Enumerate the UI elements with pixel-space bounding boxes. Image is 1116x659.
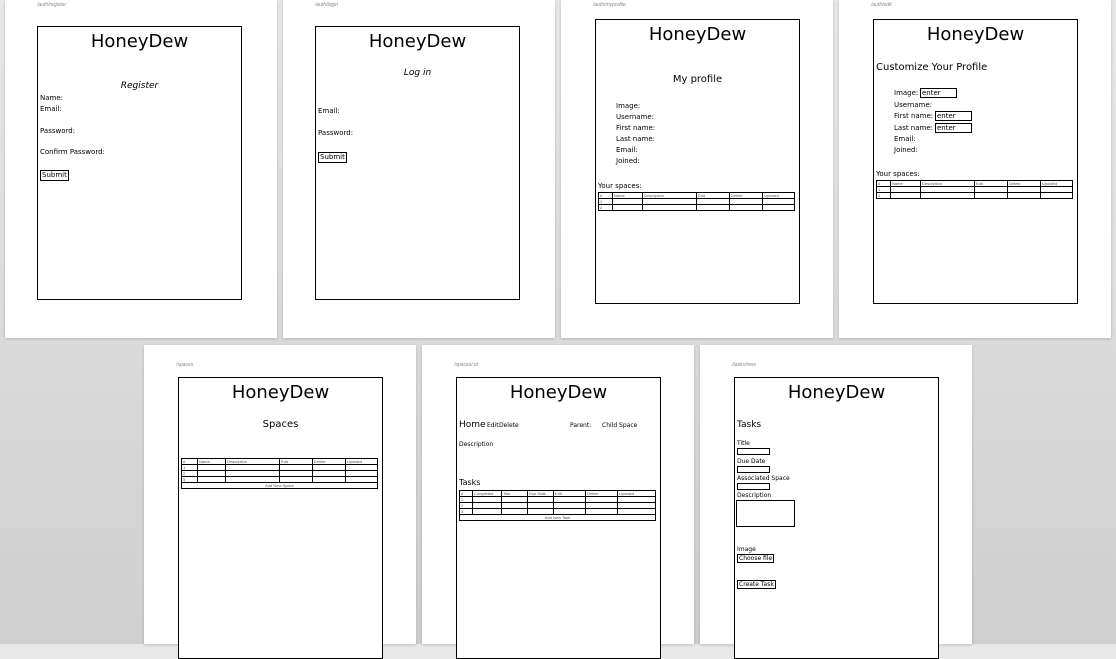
spaces-table: # Name Description Edit Delete Updated 1… — [876, 180, 1073, 199]
description-textarea[interactable] — [736, 500, 795, 527]
image-label: Image: — [616, 102, 641, 110]
page-heading: Tasks — [737, 420, 762, 430]
page-heading: Spaces — [262, 419, 299, 430]
first-name-label: First name: — [616, 124, 656, 132]
joined-label: Joined: — [616, 157, 640, 165]
delete-link[interactable]: Delete — [499, 422, 519, 429]
password-label: Password: — [318, 129, 354, 137]
description-label: Description — [459, 441, 494, 448]
page-heading: Log in — [403, 68, 432, 78]
register-page: /auth/register HoneyDew Register Name: E… — [5, 0, 277, 338]
table-header: # Name Description Edit Delete Updated — [876, 180, 1073, 187]
associated-space-label: Associated Space — [737, 475, 790, 482]
description-label: Description — [737, 492, 772, 499]
login-page: /auth/login HoneyDew Log in Email: Passw… — [283, 0, 555, 338]
last-name-label: Last name: — [894, 124, 934, 132]
page-path: /spaces/:id — [454, 362, 478, 368]
wireframe: HoneyDew Register Name: Email: Password:… — [37, 26, 242, 300]
row-number: 2 — [598, 204, 613, 211]
edit-profile-page: /auth/edit HoneyDew Customize Your Profi… — [839, 0, 1111, 338]
email-label: Email: — [318, 107, 340, 115]
wireframe: HoneyDew Customize Your Profile Image: e… — [873, 19, 1078, 304]
tasks-table: # Completed Title Due Date Edit Delete U… — [459, 490, 656, 521]
wireframe: HoneyDew My profile Image: Username: Fir… — [595, 19, 800, 304]
brand-title: HoneyDew — [787, 382, 886, 403]
image-input[interactable]: enter — [920, 88, 957, 98]
page-heading: My profile — [672, 74, 723, 85]
table-header: # Completed Title Due Date Edit Delete U… — [459, 490, 656, 497]
brand-title: HoneyDew — [90, 31, 189, 52]
username-label: Username: — [616, 113, 655, 121]
page-heading: Register — [120, 81, 159, 91]
space-detail-page: /spaces/:id HoneyDew Home Edit Delete Pa… — [422, 345, 694, 659]
page-path: /spaces — [176, 362, 194, 368]
space-name: Home — [459, 420, 486, 430]
submit-button[interactable]: Submit — [318, 152, 347, 163]
add-task-button[interactable]: Add New Task — [459, 514, 656, 521]
image-label: Image — [737, 546, 756, 553]
child-space-link[interactable]: Child Space — [602, 422, 638, 429]
email-label: Email: — [616, 146, 638, 154]
last-name-label: Last name: — [616, 135, 656, 143]
due-date-label: Due Date — [737, 458, 766, 465]
page-path: /auth/login — [315, 2, 339, 8]
row-number: 2 — [876, 192, 891, 199]
profile-page: /auth/myprofile HoneyDew My profile Imag… — [561, 0, 833, 338]
associated-space-input[interactable] — [737, 483, 770, 490]
spaces-page: /spaces HoneyDew Spaces # Name Descripti… — [144, 345, 416, 659]
page-path: /auth/register — [37, 2, 67, 8]
confirm-password-label: Confirm Password: — [40, 148, 105, 156]
last-name-input[interactable]: enter — [935, 123, 972, 133]
title-input[interactable] — [737, 448, 770, 455]
brand-title: HoneyDew — [368, 31, 467, 52]
page-heading: Customize Your Profile — [876, 62, 988, 73]
table-header: # Name Description Edit Delete Updated — [598, 192, 795, 199]
table-row[interactable]: 3 — [459, 508, 656, 515]
table-row[interactable]: 2 — [876, 192, 1073, 199]
email-label: Email: — [894, 135, 916, 143]
page-path: /auth/myprofile — [593, 2, 626, 8]
brand-title: HoneyDew — [648, 24, 747, 45]
create-task-button[interactable]: Create Task — [737, 580, 776, 589]
add-space-button[interactable]: Add New Space — [181, 482, 378, 489]
edit-link[interactable]: Edit — [487, 422, 499, 429]
page-path: /tasks/new — [732, 362, 756, 368]
wireframe: HoneyDew Tasks Title Due Date Associated… — [734, 377, 939, 659]
first-name-label: First name: — [894, 112, 934, 120]
email-label: Email: — [40, 105, 62, 113]
username-label: Username: — [894, 101, 933, 109]
title-label: Title — [737, 440, 750, 447]
new-task-page: /tasks/new HoneyDew Tasks Title Due Date… — [700, 345, 972, 659]
first-name-input[interactable]: enter — [935, 111, 972, 121]
spaces-table: # Name Description Edit Delete Updated 1… — [598, 192, 795, 211]
spaces-label: Your spaces: — [598, 182, 642, 190]
spaces-label: Your spaces: — [876, 170, 920, 178]
table-row[interactable]: 2 — [598, 204, 795, 211]
parent-label: Parent: — [570, 422, 592, 429]
brand-title: HoneyDew — [926, 24, 1025, 45]
choose-file-button[interactable]: Choose file — [737, 554, 775, 563]
wireframe: HoneyDew Home Edit Delete Parent: Child … — [456, 377, 661, 659]
tasks-label: Tasks — [459, 478, 481, 487]
brand-title: HoneyDew — [231, 382, 330, 403]
submit-button[interactable]: Submit — [40, 170, 69, 181]
wireframe: HoneyDew Log in Email: Password: Submit — [315, 26, 520, 300]
image-label: Image: — [894, 89, 919, 97]
page-path: /auth/edit — [871, 2, 892, 8]
name-label: Name: — [40, 94, 64, 102]
wireframe: HoneyDew Spaces # Name Description Edit … — [178, 377, 383, 659]
brand-title: HoneyDew — [509, 382, 608, 403]
password-label: Password: — [40, 127, 76, 135]
due-date-input[interactable] — [737, 466, 770, 473]
table-row[interactable]: 2 — [181, 470, 378, 477]
spaces-table: # Name Description Edit Delete Updated 1… — [181, 458, 378, 489]
joined-label: Joined: — [894, 146, 918, 154]
